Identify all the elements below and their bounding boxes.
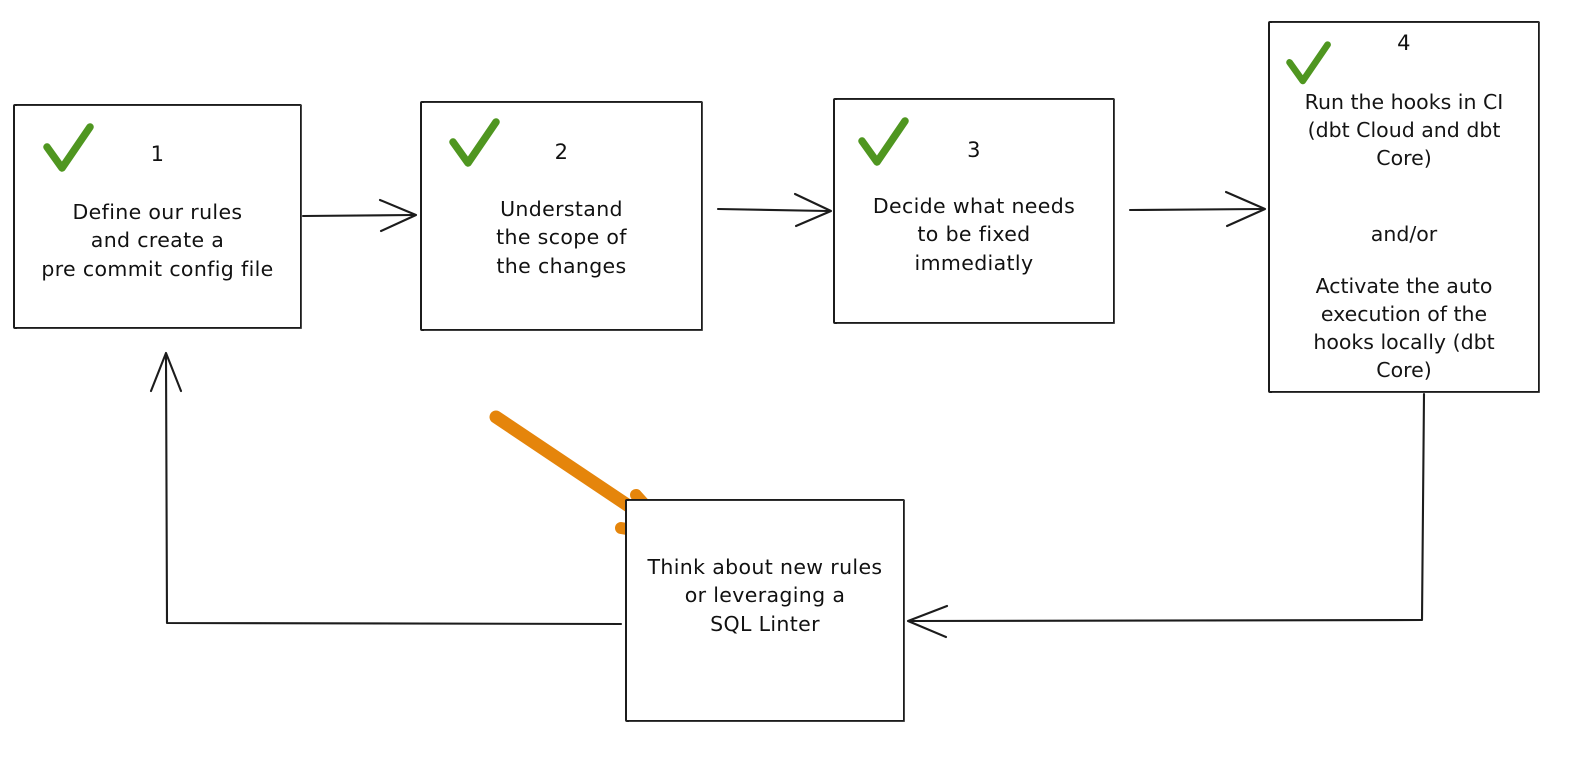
step-description: Understand the scope of the changes	[496, 197, 627, 278]
flow-node-step-4-content: 4 Run the hooks in CI (dbt Cloud and dbt…	[1270, 23, 1538, 391]
step-description-primary: Run the hooks in CI (dbt Cloud and dbt C…	[1304, 90, 1504, 170]
step-number: 2	[554, 140, 569, 164]
green-check-icon	[43, 123, 94, 172]
flow-node-step-1-content: 1 Define our rules and create a pre comm…	[15, 106, 300, 327]
connector-step4-to-review	[906, 392, 1426, 639]
flow-node-step-2-content: 2 Understand the scope of the changes	[422, 103, 701, 329]
green-check-icon	[449, 118, 500, 167]
connector-step3-to-step4	[1128, 190, 1267, 228]
flow-node-step-3[interactable]: 3 Decide what needs to be fixed immediat…	[833, 98, 1115, 324]
step-number: 4	[1397, 31, 1411, 55]
flow-node-step-2[interactable]: 2 Understand the scope of the changes	[420, 101, 703, 331]
flow-node-step-1[interactable]: 1 Define our rules and create a pre comm…	[13, 104, 302, 329]
connector-step2-to-step3	[716, 192, 833, 228]
green-check-icon	[1286, 41, 1331, 85]
step-description-secondary: Activate the auto execution of the hooks…	[1313, 274, 1495, 382]
step-description-conjunction: and/or	[1370, 222, 1438, 246]
step-number: 3	[967, 138, 981, 162]
step-description: Define our rules and create a pre commit…	[41, 200, 274, 281]
green-check-icon	[858, 117, 909, 166]
step-description: Decide what needs to be fixed immediatly	[872, 194, 1076, 275]
flow-node-step-3-content: 3 Decide what needs to be fixed immediat…	[835, 100, 1113, 322]
flow-node-step-4[interactable]: 4 Run the hooks in CI (dbt Cloud and dbt…	[1268, 21, 1540, 393]
flow-node-review-loop[interactable]: Think about new rules or leveraging a SQ…	[625, 499, 905, 722]
connector-review-to-step1	[149, 351, 623, 626]
step-description: Think about new rules or leveraging a SQ…	[647, 555, 883, 636]
connector-step1-to-step2	[301, 198, 418, 233]
flow-node-review-loop-content: Think about new rules or leveraging a SQ…	[627, 501, 903, 720]
step-number: 1	[150, 142, 165, 166]
